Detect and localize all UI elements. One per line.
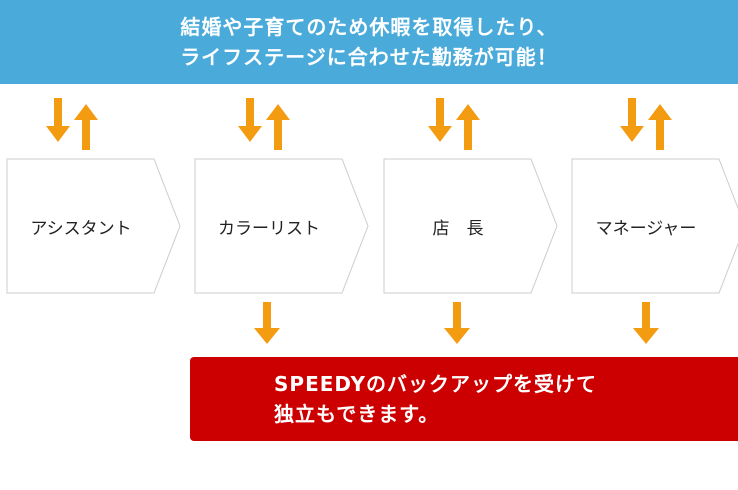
up-down-arrows-icon [46,98,98,150]
down-arrow-icon [254,302,280,344]
stage-label: マネージャー [595,218,697,239]
bottom-banner: SPEEDYのバックアップを受けて 独立もできます。 [190,357,738,441]
up-down-arrows-icon [620,98,672,150]
stage-colorist: カラーリスト [194,158,370,294]
up-down-arrows-icon [238,98,290,150]
up-down-arrows-icon [428,98,480,150]
bottom-banner-line1: SPEEDYのバックアップを受けて [274,372,598,396]
bottom-banner-line2: 独立もできます。 [274,402,440,426]
stage-store-manager: 店 長 [383,158,559,294]
stage-label: カラーリスト [218,218,320,239]
stage-manager: マネージャー [571,158,738,294]
down-arrow-icon [633,302,659,344]
top-banner-line1: 結婚や子育てのため休暇を取得したり、 [180,15,558,39]
stage-label: アシスタント [30,218,132,239]
down-arrow-icon [444,302,470,344]
top-banner-line2: ライフステージに合わせた勤務が可能！ [180,45,558,69]
stage-label: 店 長 [432,218,484,239]
stage-assistant: アシスタント [6,158,182,294]
top-banner: 結婚や子育てのため休暇を取得したり、 ライフステージに合わせた勤務が可能！ [0,0,738,84]
